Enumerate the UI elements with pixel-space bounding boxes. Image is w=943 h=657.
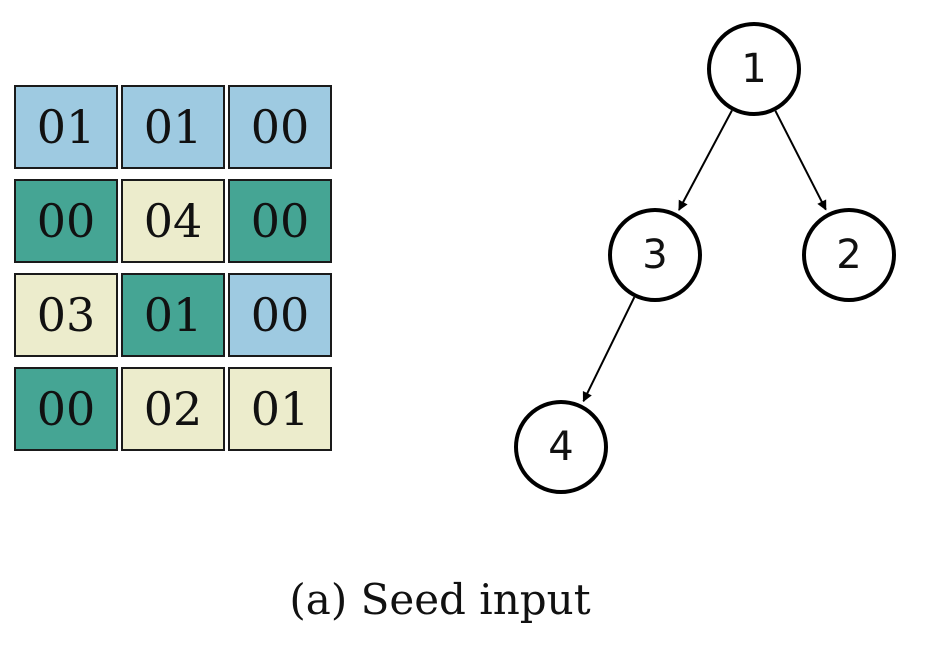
tree-node-2: 2 — [802, 208, 896, 302]
tree-diagram: 1 3 2 4 — [514, 22, 896, 494]
grid-cell-r3-c3: 00 — [228, 273, 332, 357]
tree-node-1: 1 — [707, 22, 801, 116]
grid-cell-r2-c2: 04 — [121, 179, 225, 263]
grid-cell-r1-c3: 00 — [228, 85, 332, 169]
node-circle — [514, 400, 608, 494]
tree-node-3: 3 — [608, 208, 702, 302]
grid-cell-r3-c1: 03 — [14, 273, 118, 357]
node-label: 4 — [548, 424, 573, 470]
tree-node-4: 4 — [514, 400, 608, 494]
grid-cell-r4-c2: 02 — [121, 367, 225, 451]
grid-cell-r4-c3: 01 — [228, 367, 332, 451]
tree-edges — [582, 110, 827, 403]
figure-caption: (a) Seed input — [289, 575, 591, 624]
grid-cell-r2-c3: 00 — [228, 179, 332, 263]
node-circle — [802, 208, 896, 302]
edge-1-to-3 — [678, 110, 733, 211]
grid-cell-r2-c1: 00 — [14, 179, 118, 263]
grid-cell-r4-c1: 00 — [14, 367, 118, 451]
node-label: 1 — [741, 46, 766, 92]
grid-cell-r3-c2: 01 — [121, 273, 225, 357]
node-label: 3 — [642, 232, 667, 278]
node-circle — [608, 208, 702, 302]
tree-nodes: 1 3 2 4 — [514, 22, 896, 494]
node-circle — [707, 22, 801, 116]
grid-cell-r1-c2: 01 — [121, 85, 225, 169]
grid-cell-r1-c1: 01 — [14, 85, 118, 169]
edge-1-to-2 — [774, 110, 827, 211]
edge-3-to-4 — [582, 296, 636, 403]
node-label: 2 — [836, 232, 861, 278]
